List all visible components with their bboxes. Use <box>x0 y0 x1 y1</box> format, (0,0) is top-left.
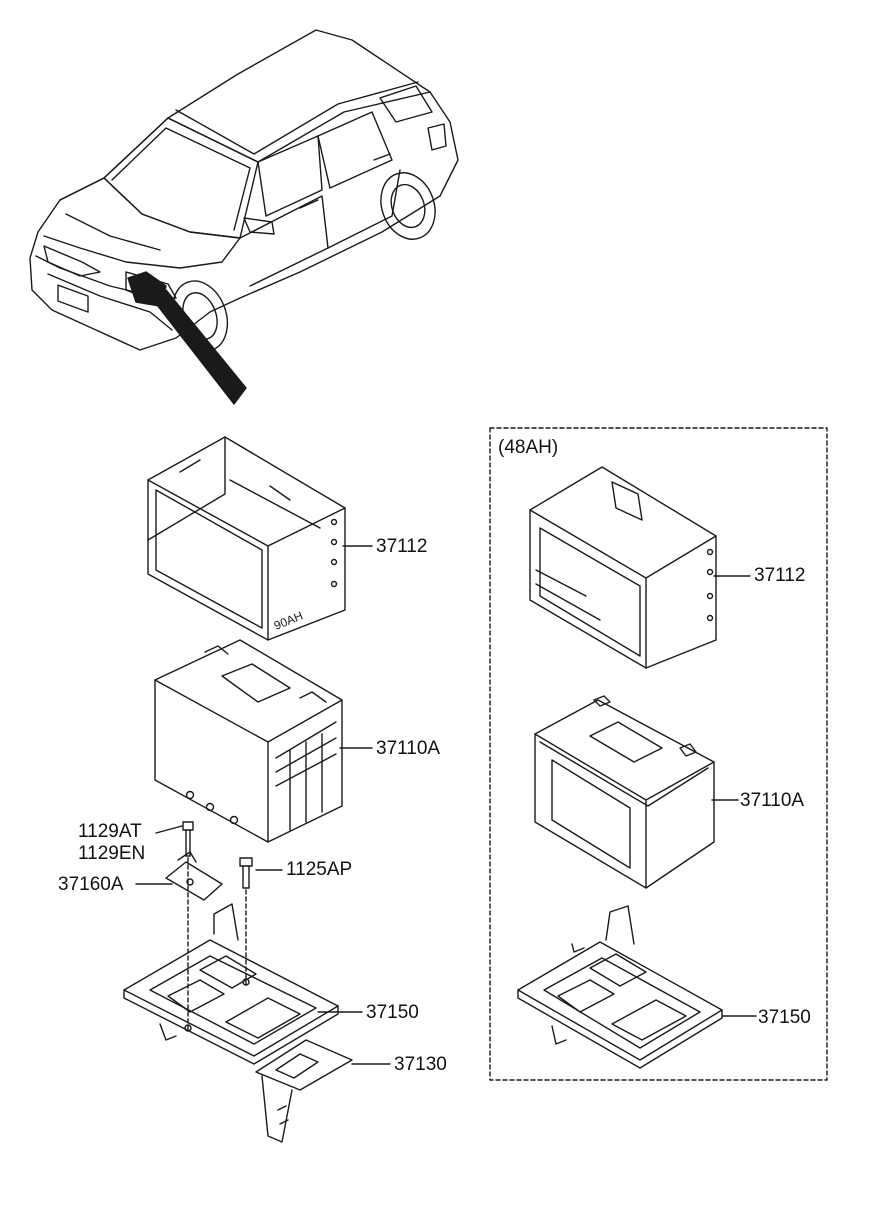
callout-battery-main: 37110A <box>376 738 441 759</box>
callout-bracket: 37130 <box>394 1054 447 1075</box>
callout-case-main: 37112 <box>376 536 428 557</box>
callout-bolt-c: 1125AP <box>286 859 353 880</box>
alt-box-title: (48AH) <box>498 437 559 458</box>
callout-clamp: 37160A <box>58 874 124 895</box>
callout-bolt-b: 1129EN <box>78 843 146 864</box>
callout-alt-battery: 37110A <box>740 790 805 811</box>
bolt-1125ap <box>239 857 253 889</box>
battery-tray-37150 <box>123 903 339 1065</box>
bracket-37130 <box>255 1039 353 1143</box>
alt-battery-tray-37150 <box>517 905 723 1069</box>
alt-battery-case-37112 <box>529 466 717 669</box>
vehicle-illustration <box>29 29 459 405</box>
clamp-37160a <box>165 851 223 901</box>
bolt-1129 <box>182 821 194 857</box>
case-marking-label: 90AH <box>272 609 305 633</box>
alt-48ah-box <box>489 427 828 1081</box>
callout-bolt-a: 1129AT <box>78 821 142 842</box>
callout-tray-main: 37150 <box>366 1002 419 1023</box>
callout-alt-tray: 37150 <box>758 1007 811 1028</box>
battery-37110a <box>154 639 343 843</box>
alt-battery-37110a <box>534 695 715 889</box>
callout-alt-case: 37112 <box>754 565 806 586</box>
leader-bolt-1129 <box>155 825 183 834</box>
battery-case-37112 <box>147 436 346 641</box>
